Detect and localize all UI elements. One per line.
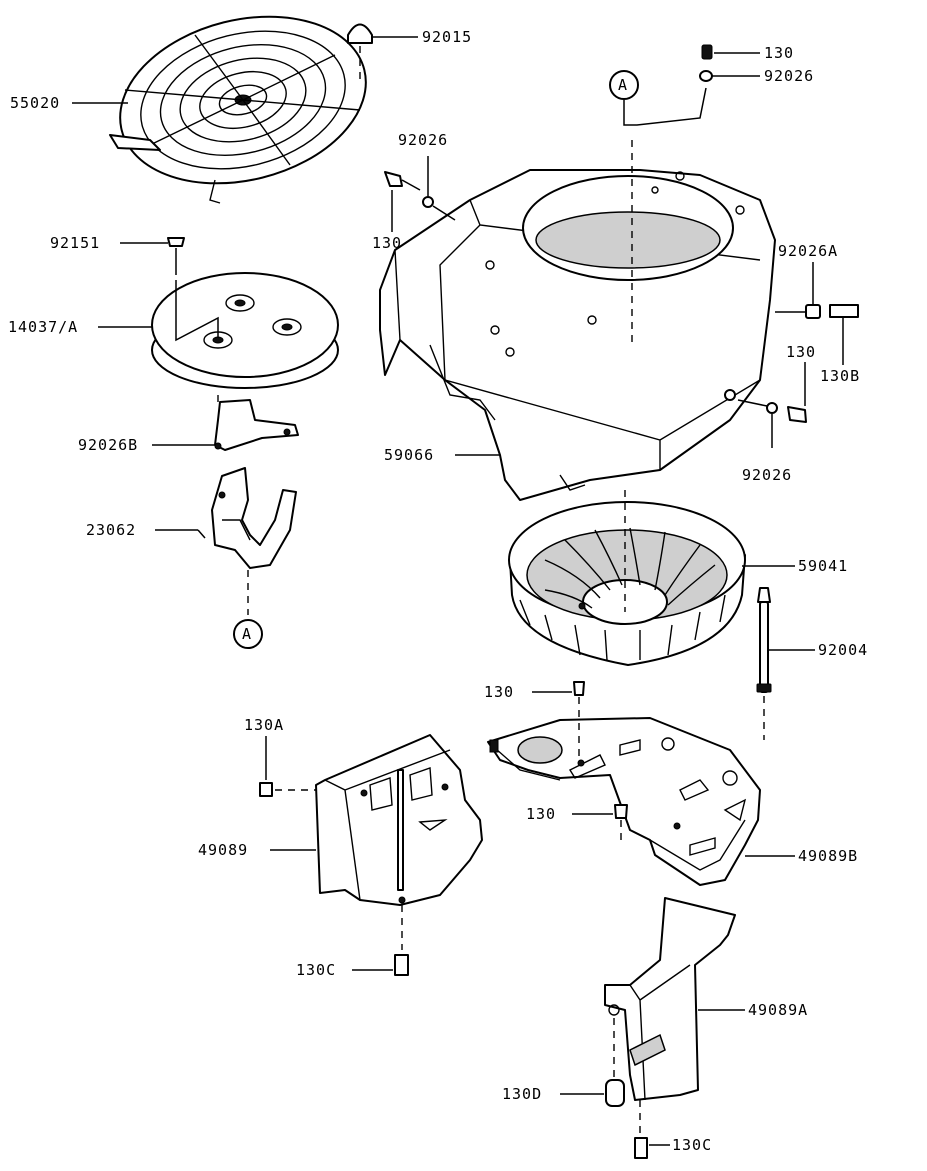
label-92026B: 92026B: [78, 436, 138, 454]
washer-92026A-and-screw-130B: [775, 262, 859, 365]
washer-92026-top: [699, 70, 760, 82]
label-130-right: 130: [786, 343, 816, 361]
screw-92151: [120, 237, 185, 275]
screw-130-low: [572, 804, 628, 843]
label-130D: 130D: [502, 1085, 542, 1103]
label-14037A: 14037/A: [8, 318, 78, 336]
grommet-130D: [560, 1079, 625, 1107]
label-92026-left: 92026: [398, 131, 448, 149]
screw-130C-bottom: [634, 1137, 670, 1159]
stud-rod-92004: [756, 587, 772, 740]
washer-and-screw-right: [737, 362, 807, 448]
label-23062: 23062: [86, 521, 136, 539]
baffle-plate-49089B: [487, 717, 761, 886]
baffle-plate-49089: [315, 734, 483, 950]
label-130B: 130B: [820, 367, 860, 385]
fan-housing-shroud: [379, 169, 776, 501]
reference-marker-a-top: A: [609, 70, 707, 345]
reference-marker-a-bottom: A: [233, 619, 263, 649]
bracket-plate-92026B: [214, 395, 299, 451]
label-92004: 92004: [818, 641, 868, 659]
label-55020: 55020: [10, 94, 60, 112]
label-130C-bottom: 130C: [672, 1136, 712, 1154]
label-92026A: 92026A: [778, 242, 838, 260]
leader-lines: [72, 36, 815, 1011]
screw-130C-left: [352, 954, 409, 976]
screw-130-mid: [532, 681, 585, 760]
label-130C-left: 130C: [296, 961, 336, 979]
label-92026-top: 92026: [764, 67, 814, 85]
screw-130A: [259, 736, 316, 797]
screw-130-top: [701, 44, 760, 60]
label-130-low: 130: [526, 805, 556, 823]
label-49089A: 49089A: [748, 1001, 808, 1019]
screw-130-left: [384, 156, 456, 232]
label-130-left: 130: [372, 234, 402, 252]
label-92151: 92151: [50, 234, 100, 252]
acorn-nut: [347, 23, 373, 84]
label-130A: 130A: [244, 716, 284, 734]
bracket-23062: [211, 467, 297, 615]
label-130-top: 130: [764, 44, 794, 62]
marker-a-top-text: A: [618, 76, 628, 94]
marker-a-bottom-text: A: [242, 625, 252, 643]
label-92015: 92015: [422, 28, 472, 46]
cooling-fan-flywheel: [508, 490, 746, 666]
label-49089B: 49089B: [798, 847, 858, 865]
label-49089: 49089: [198, 841, 248, 859]
part-labels: 55020 92015 130 92026 92026 130 92151 14…: [8, 28, 868, 1154]
label-92026-right: 92026: [742, 466, 792, 484]
label-130-mid: 130: [484, 683, 514, 701]
fan-guard-grille: [109, 15, 367, 204]
fan-disc-plate: [151, 272, 339, 389]
label-59041: 59041: [798, 557, 848, 575]
baffle-plate-49089A: [604, 897, 736, 1140]
label-59066: 59066: [384, 446, 434, 464]
